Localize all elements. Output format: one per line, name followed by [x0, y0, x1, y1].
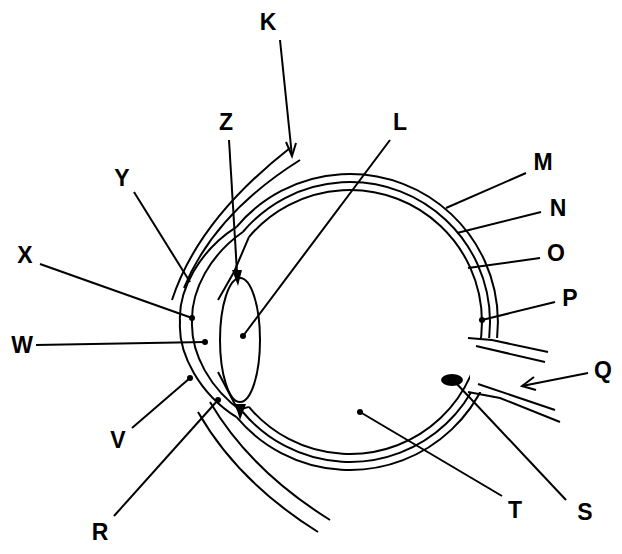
callout-letter: L	[393, 111, 407, 134]
callout-letter: K	[260, 11, 277, 34]
callout-letter: T	[508, 499, 522, 522]
leader-lines	[36, 40, 588, 516]
callout-letter: W	[11, 334, 33, 357]
cornea-inner	[192, 232, 243, 412]
upper-eyelid-inner	[184, 160, 300, 288]
callout-letter: X	[17, 244, 32, 267]
choroid-outline	[243, 182, 490, 462]
callout-letter: O	[547, 242, 565, 265]
callout-letter: P	[562, 287, 577, 310]
lower-eyelid	[198, 412, 318, 532]
callout-letter: Q	[594, 359, 612, 382]
iris-upper	[218, 237, 249, 300]
callout-letter: S	[577, 501, 592, 524]
callout-letter: M	[533, 151, 552, 174]
ciliary-body	[232, 270, 242, 286]
lens	[220, 278, 260, 402]
callout-letter: N	[550, 197, 567, 220]
callout-letter: Z	[219, 111, 233, 134]
blind-spot	[441, 374, 463, 386]
sclera-outline	[237, 174, 498, 470]
callout-letter: R	[92, 521, 109, 544]
lower-eyelid-inner	[210, 402, 330, 520]
callout-letter: V	[110, 429, 125, 452]
callout-letter: Y	[114, 167, 129, 190]
ciliary-body	[235, 404, 246, 420]
